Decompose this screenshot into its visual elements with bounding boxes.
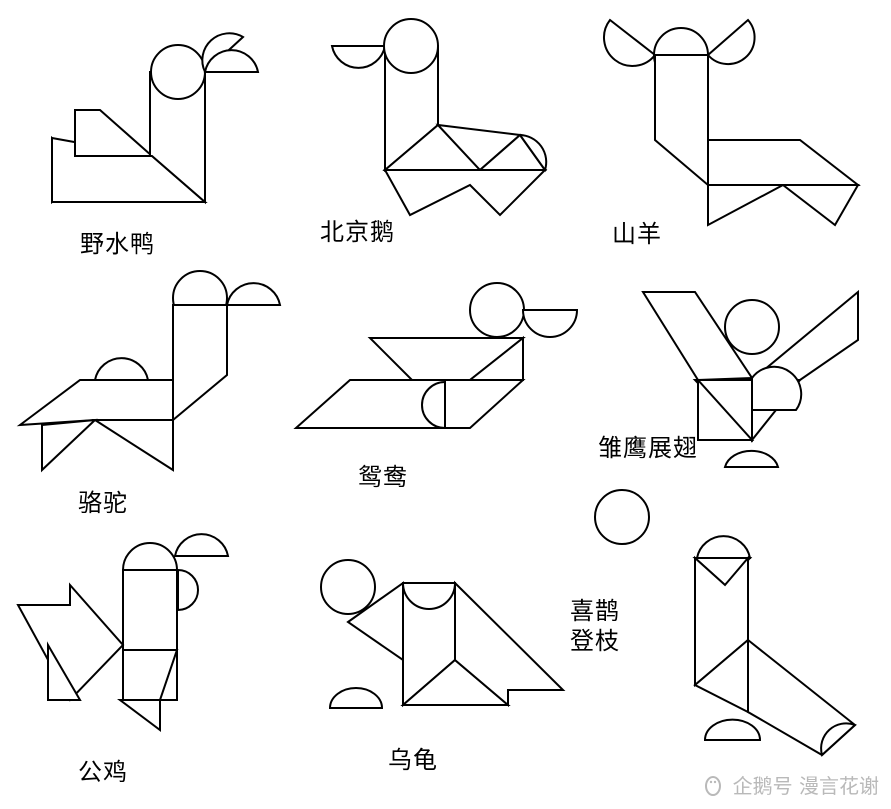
qq-penguin-icon (704, 775, 721, 796)
turtle-figure (320, 559, 566, 709)
rooster-figure (16, 533, 230, 732)
rooster-label: 公鸡 (78, 758, 128, 786)
mandarin-duck-figure (293, 282, 579, 430)
duck-label: 野水鸭 (80, 230, 155, 258)
magpie-label-line1: 喜鹊 (570, 597, 620, 625)
magpie-figure (594, 489, 857, 757)
goat-label: 山羊 (612, 220, 662, 248)
mandarin-duck-label: 鸳鸯 (358, 463, 408, 491)
magpie-label: 喜鹊 登枝 (570, 596, 620, 656)
camel-figure (16, 270, 282, 473)
goose-figure (330, 18, 548, 217)
watermark: 企鹅号 漫言花谢 (701, 770, 879, 799)
goat-figure (603, 18, 861, 227)
watermark-text: 企鹅号 漫言花谢 (732, 774, 879, 798)
camel-label: 骆驼 (78, 489, 128, 517)
eagle-figure (641, 289, 859, 468)
duck-figure (51, 32, 260, 205)
goose-label: 北京鹅 (320, 218, 395, 246)
eagle-label: 雏鹰展翅 (598, 434, 698, 462)
turtle-label: 乌龟 (388, 746, 438, 774)
magpie-label-line2: 登枝 (570, 627, 620, 655)
